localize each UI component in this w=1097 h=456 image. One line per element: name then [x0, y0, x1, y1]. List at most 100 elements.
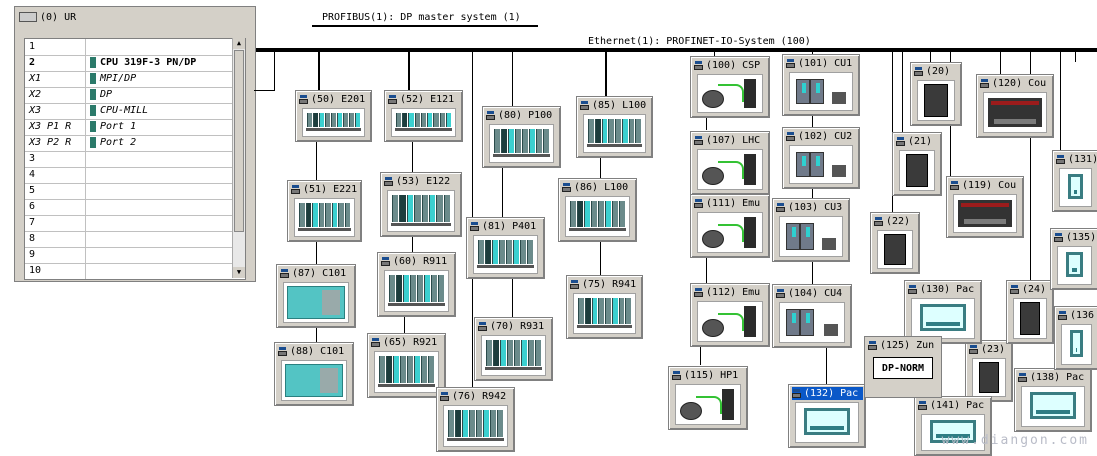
conn-80 [512, 52, 513, 107]
device-132[interactable]: (132) Pac [788, 384, 866, 448]
scroll-thumb[interactable] [234, 50, 244, 232]
ethernet-line[interactable] [256, 48, 1097, 52]
device-23[interactable]: (23) [965, 340, 1013, 402]
device-icon [694, 288, 703, 297]
device-101[interactable]: (101) CU1 [782, 54, 860, 116]
device-130[interactable]: (130) Pac [904, 280, 982, 344]
device-81[interactable]: (81) P401 [466, 217, 545, 279]
device-131[interactable]: (131) [1052, 150, 1097, 212]
device-136[interactable]: (136 [1054, 306, 1097, 370]
device-icon [580, 101, 589, 110]
device-51[interactable]: (51) E221 [287, 180, 362, 242]
hmi-panel-icon [795, 402, 859, 443]
device-87[interactable]: (87) C101 [276, 264, 356, 328]
device-icon [950, 181, 959, 190]
device-111[interactable]: (111) Emu [690, 194, 770, 258]
device-53[interactable]: (53) E122 [380, 172, 462, 237]
device-label: (112) Emu [706, 287, 761, 298]
rack-scrollbar[interactable]: ▲ ▼ [232, 38, 245, 278]
device-label: (76) R942 [452, 391, 507, 402]
device-86[interactable]: (86) L100 [558, 178, 637, 242]
scroll-up-arrow-icon[interactable]: ▲ [233, 38, 245, 49]
device-21[interactable]: (21) [892, 132, 942, 196]
device-107[interactable]: (107) LHC [690, 131, 770, 195]
slot-number: 3 [25, 151, 86, 167]
rack-slot-row[interactable]: 4 [25, 167, 233, 184]
device-119[interactable]: (119) Cou [946, 176, 1024, 238]
scroll-down-arrow-icon[interactable]: ▼ [233, 267, 245, 278]
conn-86 [600, 155, 601, 180]
device-52[interactable]: (52) E121 [384, 90, 463, 142]
device-76[interactable]: (76) R942 [436, 387, 515, 452]
rack-slot-row[interactable]: 6 [25, 199, 233, 216]
drive-motor-icon [697, 212, 763, 253]
device-label: (23) [981, 344, 1006, 355]
conn-20 [930, 52, 931, 62]
module-icon [90, 56, 96, 68]
device-104[interactable]: (104) CU4 [772, 284, 852, 348]
device-141[interactable]: (141) Pac [914, 396, 992, 456]
device-icon [280, 269, 289, 278]
slot-module [86, 231, 233, 247]
rack-slot-row[interactable]: 9 [25, 247, 233, 264]
rack-slot-row[interactable]: 8 [25, 231, 233, 248]
device-120[interactable]: (120) Cou [976, 74, 1054, 138]
device-60[interactable]: (60) R911 [377, 252, 456, 317]
rack-slot-row[interactable]: 7 [25, 215, 233, 232]
device-icon [486, 111, 495, 120]
device-138[interactable]: (138) Pac [1014, 368, 1092, 432]
ethernet-label: Ethernet(1): PROFINET-IO-System (100) [588, 36, 811, 47]
slot-number: 5 [25, 183, 86, 199]
rack-slot-row[interactable]: 3 [25, 151, 233, 168]
device-22[interactable]: (22) [870, 212, 920, 274]
rack-title-bar[interactable]: (0) UR [19, 10, 76, 24]
device-102[interactable]: (102) CU2 [782, 127, 860, 189]
hmi-panel-icon [1057, 246, 1092, 285]
device-50[interactable]: (50) E201 [295, 90, 372, 142]
module-icon [90, 120, 96, 132]
slot-module [86, 199, 233, 215]
slot-number: 6 [25, 199, 86, 215]
device-65[interactable]: (65) R921 [367, 333, 446, 398]
profibus-line[interactable] [312, 25, 538, 27]
device-70[interactable]: (70) R931 [474, 317, 553, 381]
rack-slot-row[interactable]: 1 [25, 39, 233, 56]
device-icon [371, 338, 380, 347]
conn-132 [826, 345, 827, 385]
device-85[interactable]: (85) L100 [576, 96, 653, 158]
device-135[interactable]: (135) [1050, 228, 1097, 290]
device-115[interactable]: (115) HP1 [668, 366, 748, 430]
device-75[interactable]: (75) R941 [566, 275, 643, 339]
station-icon [1013, 298, 1047, 339]
device-icon [384, 177, 393, 186]
device-80[interactable]: (80) P100 [482, 106, 561, 168]
io-module-icon [302, 108, 365, 137]
hmi-panel-icon [1021, 386, 1085, 427]
rack-slot-row[interactable]: 10 [25, 263, 233, 279]
rack-slot-row[interactable]: 5 [25, 183, 233, 200]
device-103[interactable]: (103) CU3 [772, 198, 850, 262]
device-label: (51) E221 [303, 184, 358, 195]
device-20[interactable]: (20) [910, 62, 962, 126]
module-icon [90, 72, 96, 84]
io-module-icon [565, 196, 630, 237]
device-icon [291, 185, 300, 194]
slot-module [86, 151, 233, 167]
device-112[interactable]: (112) Emu [690, 283, 770, 347]
device-icon [299, 95, 308, 104]
device-label: (85) L100 [592, 100, 647, 111]
device-125[interactable]: (125) Zun DP-NORM [864, 336, 942, 398]
device-label: (24) [1022, 284, 1047, 295]
coupler-icon [983, 92, 1047, 133]
device-100[interactable]: (100) CSP [690, 56, 770, 118]
device-88[interactable]: (88) C101 [274, 342, 354, 406]
device-24[interactable]: (24) [1006, 280, 1054, 344]
